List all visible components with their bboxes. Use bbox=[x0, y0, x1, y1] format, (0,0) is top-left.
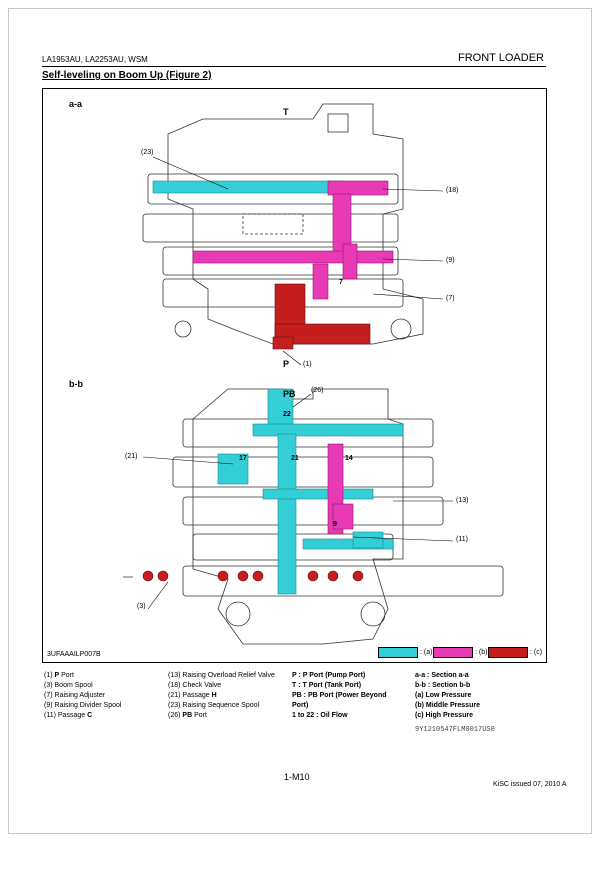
legend-label: : (a) bbox=[420, 649, 433, 656]
note-row: Port) bbox=[292, 702, 309, 709]
page-frame bbox=[8, 8, 592, 834]
callout-7: (7) bbox=[446, 295, 455, 302]
valve-cross-section-drawing bbox=[123, 103, 504, 645]
note-row: (11) Passage C bbox=[44, 712, 93, 719]
legend-high-pressure: : (c) bbox=[488, 647, 542, 658]
flow-number-9: 9 bbox=[333, 521, 337, 528]
note-row: (7) Raising Adjuster bbox=[44, 692, 106, 699]
note-row: b-b : Section b-b bbox=[415, 682, 471, 689]
flow-number-7: 7 bbox=[339, 279, 343, 286]
legend-label: : (b) bbox=[475, 649, 488, 656]
issue-date: KiSC issued 07, 2010 A bbox=[493, 781, 567, 788]
callout-21: (21) bbox=[125, 453, 138, 460]
legend-notes-col2: (13) Raising Overload Relief Valve (18) … bbox=[168, 671, 275, 721]
flow-number-21: 21 bbox=[291, 455, 299, 462]
header-rule bbox=[42, 66, 546, 67]
flow-number-14: 14 bbox=[345, 455, 353, 462]
flow-number-22: 22 bbox=[283, 411, 291, 418]
figure-code: 3UFAAAILP007B bbox=[47, 651, 101, 658]
page-number: 1-M10 bbox=[284, 772, 310, 782]
model-header: LA1953AU, LA2253AU, WSM bbox=[42, 55, 148, 64]
note-row: (9) Raising Divider Spool bbox=[44, 702, 122, 709]
port-t-label: T bbox=[283, 107, 289, 117]
legend-swatch bbox=[433, 647, 473, 658]
note-row: (1) P Port bbox=[44, 672, 74, 679]
legend-swatch bbox=[488, 647, 528, 658]
port-p-label: P bbox=[283, 359, 290, 369]
legend-notes-col3: P : P Port (Pump Port) T : T Port (Tank … bbox=[292, 671, 387, 721]
legend-label: : (c) bbox=[530, 649, 543, 656]
callout-1: (1) bbox=[303, 361, 312, 368]
note-row: PB : PB Port (Power Beyond bbox=[292, 692, 387, 699]
note-row: T : T Port (Tank Port) bbox=[292, 682, 362, 689]
reference-code: 9Y1210547FLM0017US0 bbox=[415, 726, 495, 734]
callout-3: (3) bbox=[137, 603, 146, 610]
legend-middle-pressure: : (b) bbox=[433, 647, 487, 658]
note-row: (3) Boom Spool bbox=[44, 682, 93, 689]
legend-low-pressure: : (a) bbox=[378, 647, 432, 658]
legend-notes-col1: (1) P Port (3) Boom Spool (7) Raising Ad… bbox=[44, 671, 121, 721]
callout-26: (26) bbox=[311, 387, 324, 394]
note-row: (c) High Pressure bbox=[415, 712, 473, 719]
legend-swatch bbox=[378, 647, 418, 658]
note-row: (18) Check Valve bbox=[168, 682, 222, 689]
note-row: (b) Middle Pressure bbox=[415, 702, 480, 709]
callout-18: (18) bbox=[446, 187, 459, 194]
callout-23: (23) bbox=[141, 149, 154, 156]
callout-9: (9) bbox=[446, 257, 455, 264]
callout-11: (11) bbox=[456, 536, 468, 543]
section-a-a-label: a-a bbox=[69, 99, 83, 109]
page-title: Self-leveling on Boom Up (Figure 2) bbox=[42, 70, 212, 81]
note-row: P : P Port (Pump Port) bbox=[292, 672, 366, 679]
legend-notes-col4: a-a : Section a-a b-b : Section b-b (a) … bbox=[415, 671, 480, 721]
section-header: FRONT LOADER bbox=[458, 52, 544, 64]
note-row: 1 to 22 : Oil Flow bbox=[292, 712, 348, 719]
note-row: (23) Raising Sequence Spool bbox=[168, 702, 260, 709]
note-row: (13) Raising Overload Relief Valve bbox=[168, 672, 275, 679]
note-row: a-a : Section a-a bbox=[415, 672, 469, 679]
callout-13: (13) bbox=[456, 497, 469, 504]
port-pb-label: PB bbox=[283, 389, 296, 399]
note-row: (21) Passage H bbox=[168, 692, 217, 699]
note-row: (26) PB Port bbox=[168, 712, 207, 719]
section-b-b-label: b-b bbox=[69, 379, 83, 389]
valve-figure: a-a b-b T P PB (23) (18) (9) (7) (1) (26… bbox=[42, 88, 547, 663]
note-row: (a) Low Pressure bbox=[415, 692, 472, 699]
flow-number-17: 17 bbox=[239, 455, 247, 462]
